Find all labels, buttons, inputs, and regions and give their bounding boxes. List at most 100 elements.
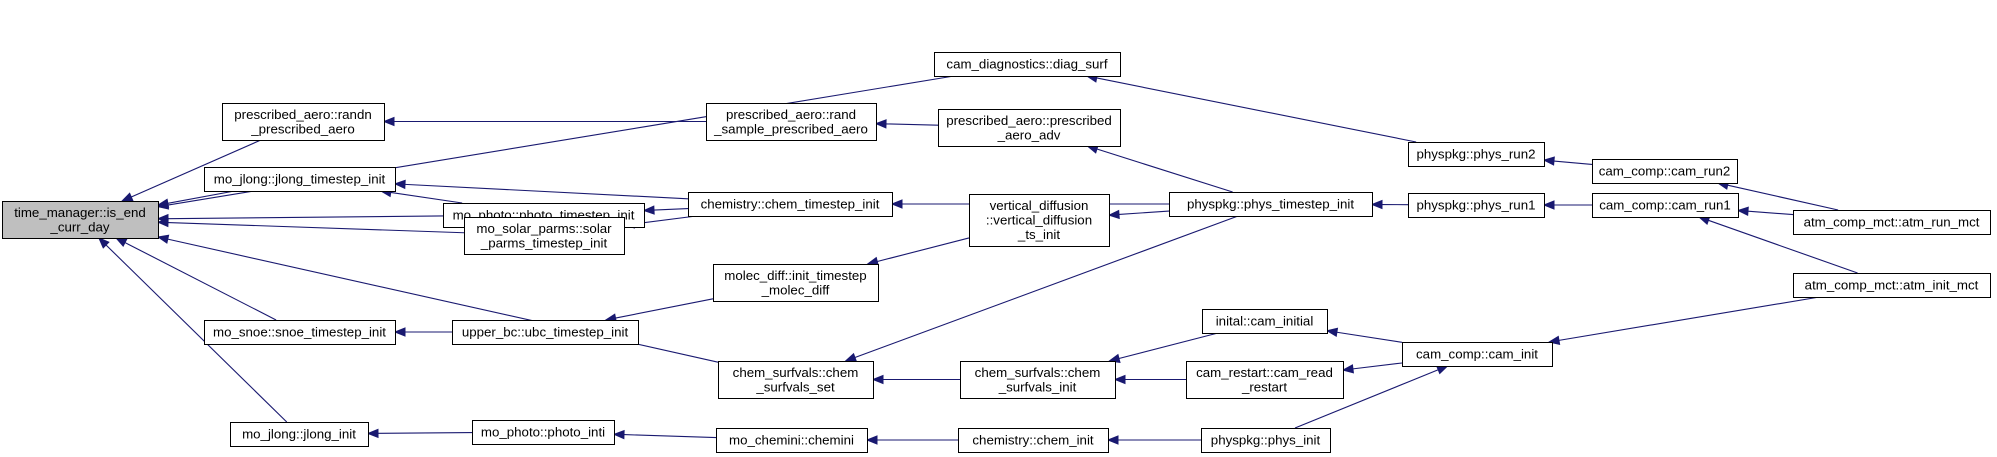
function-node[interactable]: chem_surfvals::chem_surfvals_set	[718, 361, 874, 399]
edge-line	[1352, 362, 1403, 370]
edges-layer	[97, 73, 1858, 445]
edge-arrowhead	[97, 237, 110, 249]
call-edge-n7-n5	[393, 179, 689, 200]
function-node[interactable]: prescribed_aero::prescribed_aero_adv	[938, 109, 1121, 147]
function-node[interactable]: mo_solar_parms::solar_parms_timestep_ini…	[464, 217, 625, 255]
node-label-line: _aero_adv	[997, 127, 1061, 142]
node-box	[1201, 428, 1331, 453]
node-box	[1793, 210, 1991, 235]
node-box	[222, 103, 385, 141]
function-node[interactable]: cam_comp::cam_run2	[1592, 159, 1738, 184]
node-box	[472, 420, 615, 445]
function-node[interactable]: cam_diagnostics::diag_surf	[934, 52, 1121, 77]
call-edge-n5-n0	[156, 190, 235, 208]
function-node[interactable]: atm_comp_mct::atm_init_mct	[1793, 273, 1991, 298]
node-box	[716, 428, 868, 453]
edge-arrowhead	[1542, 200, 1555, 210]
node-label-line: molec_diff::init_timestep	[724, 268, 866, 283]
edge-line	[167, 215, 444, 220]
function-node[interactable]: chemistry::chem_timestep_init	[688, 192, 893, 217]
edge-arrowhead	[1325, 327, 1339, 337]
node-box	[230, 422, 369, 447]
function-node[interactable]: mo_photo::photo_inti	[472, 420, 615, 445]
edge-arrowhead	[156, 198, 170, 208]
edge-line	[1727, 184, 1839, 211]
nodes-layer: time_manager::is_end_curr_day cam_diagnos…	[2, 52, 1991, 453]
function-node[interactable]: cam_restart::cam_read_restart	[1186, 361, 1344, 399]
node-box	[1402, 342, 1553, 367]
edge-line	[1336, 331, 1403, 343]
node-label-line: _parms_timestep_init	[480, 235, 608, 250]
edge-arrowhead	[612, 429, 625, 440]
call-edge-n8-n0	[156, 217, 465, 234]
node-label-line: _molec_diff	[761, 282, 830, 297]
edge-line	[377, 432, 473, 434]
node-box	[1793, 273, 1991, 298]
edge-line	[854, 215, 1239, 359]
node-box	[938, 109, 1121, 147]
function-node[interactable]: physpkg::phys_init	[1201, 428, 1331, 453]
function-node[interactable]: mo_jlong::jlong_init	[230, 422, 369, 447]
edge-arrowhead	[642, 205, 655, 215]
node-label-line: _surfvals_set	[755, 379, 835, 394]
edge-line	[404, 183, 689, 200]
function-node[interactable]: prescribed_aero::randn_prescribed_aero	[222, 103, 385, 141]
edge-arrowhead	[114, 237, 128, 248]
edge-line	[1118, 332, 1219, 360]
node-label-line: prescribed_aero::rand	[726, 107, 856, 122]
function-node[interactable]: physpkg::phys_run1	[1408, 193, 1545, 218]
node-label-line: time_manager::is_end	[14, 205, 146, 220]
function-node[interactable]: chem_surfvals::chem_surfvals_init	[960, 361, 1116, 399]
function-node[interactable]: prescribed_aero::rand_sample_prescribed_…	[706, 103, 877, 141]
node-label-line: vertical_diffusion	[990, 198, 1089, 213]
root-function-node[interactable]: time_manager::is_end_curr_day	[2, 201, 159, 239]
edge-line	[1096, 148, 1233, 193]
edge-line	[885, 123, 939, 126]
node-label-line: cam_restart::cam_read	[1196, 365, 1333, 380]
node-box	[464, 217, 625, 255]
node-label-line: chem_surfvals::chem	[975, 365, 1101, 380]
node-label-line: _prescribed_aero	[250, 121, 355, 136]
node-label-line: _curr_day	[49, 219, 109, 234]
function-node[interactable]: physpkg::phys_run2	[1408, 142, 1545, 167]
call-edge-n10-n14	[844, 215, 1239, 362]
node-label-line: cam_comp::cam_run2	[1599, 164, 1731, 179]
node-label-line: _ts_init	[1017, 227, 1060, 242]
call-edge-n18-n16	[1325, 327, 1403, 343]
node-label-line: chemistry::chem_init	[972, 433, 1093, 448]
call-edge-n28-n27	[1736, 206, 1794, 216]
edge-arrowhead	[393, 179, 406, 190]
function-node[interactable]: mo_jlong::jlong_timestep_init	[204, 167, 396, 192]
call-edge-n23-n22	[1106, 435, 1201, 445]
function-node[interactable]: physpkg::phys_timestep_init	[1169, 192, 1373, 217]
call-edge-n22-n21	[865, 435, 958, 445]
function-node[interactable]: cam_comp::cam_init	[1402, 342, 1553, 367]
edge-line	[1708, 219, 1858, 274]
function-node[interactable]: upper_bc::ubc_timestep_init	[452, 320, 639, 345]
node-label-line: _surfvals_init	[998, 379, 1077, 394]
call-edge-n23-n18	[1294, 365, 1449, 429]
function-node[interactable]: molec_diff::init_timestep_molec_diff	[713, 264, 879, 302]
node-box	[960, 361, 1116, 399]
function-node[interactable]: mo_chemini::chemini	[716, 428, 868, 453]
call-edge-n3-n2	[382, 116, 706, 127]
function-node[interactable]: mo_snoe::snoe_timestep_init	[204, 320, 396, 345]
node-label-line: upper_bc::ubc_timestep_init	[462, 325, 629, 340]
node-box	[1186, 361, 1344, 399]
edge-line	[131, 139, 262, 198]
node-box	[1202, 309, 1328, 334]
node-label-line: mo_jlong::jlong_timestep_init	[214, 172, 386, 187]
edge-line	[167, 221, 465, 234]
node-label-line: inital::cam_initial	[1216, 314, 1314, 329]
function-node[interactable]: cam_comp::cam_run1	[1592, 193, 1739, 218]
function-node[interactable]: inital::cam_initial	[1202, 309, 1328, 334]
function-node[interactable]: atm_comp_mct::atm_run_mct	[1793, 210, 1991, 235]
call-edge-n27-n26	[1542, 200, 1592, 210]
call-edge-n26-n10	[1370, 199, 1409, 210]
function-node[interactable]: vertical_diffusion::vertical_diffusion_t…	[969, 194, 1110, 247]
node-box	[969, 194, 1110, 247]
function-node[interactable]: chemistry::chem_init	[958, 428, 1109, 453]
edge-arrowhead	[1435, 365, 1449, 375]
edge-arrowhead	[1736, 206, 1749, 216]
call-edge-n11-n13	[604, 298, 714, 323]
